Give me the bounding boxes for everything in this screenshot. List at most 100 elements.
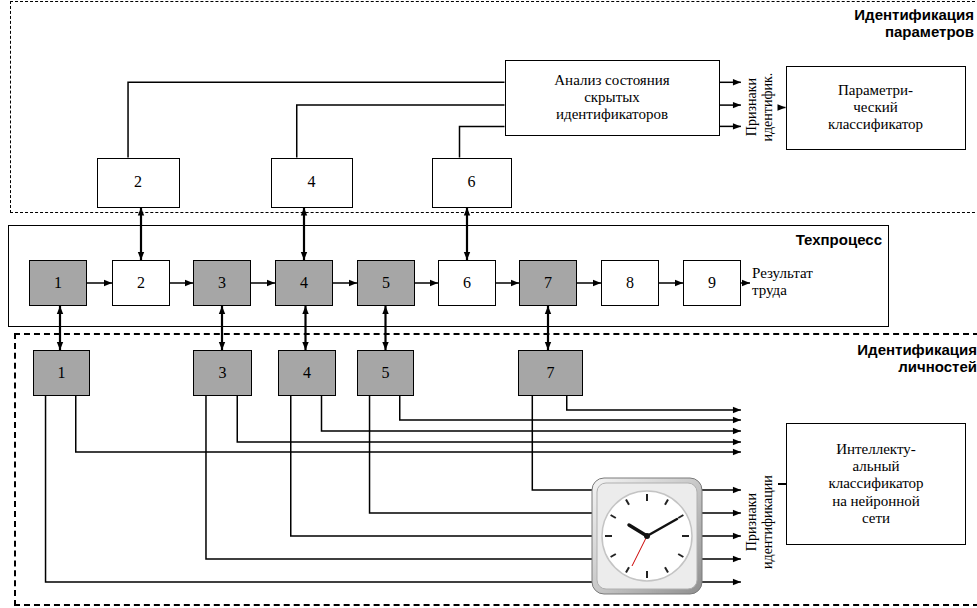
flow-arrow (87, 282, 112, 284)
feature-arrow (76, 396, 741, 452)
feature-arrow (778, 107, 785, 109)
connector (333, 283, 357, 284)
signal-line (128, 82, 504, 157)
feature-arrow (322, 396, 741, 431)
step-number: 2 (134, 173, 142, 191)
feature-arrow (237, 396, 741, 442)
connector (291, 396, 786, 536)
shaded-step-box: 7 (519, 260, 577, 306)
exchange-arrow (221, 306, 223, 350)
exchange-arrow (304, 306, 306, 350)
feature-arrow (532, 396, 741, 490)
connector (222, 306, 223, 350)
step-number: 5 (382, 274, 390, 292)
connector (370, 396, 786, 513)
feature-label: Признаки идентификации (744, 466, 776, 578)
shaded-step-box: 3 (193, 350, 252, 396)
exchange-arrow (303, 208, 305, 261)
step-number: 3 (219, 364, 227, 382)
connector (415, 283, 438, 284)
step-number: 3 (218, 274, 226, 292)
connector (460, 126, 505, 157)
exchange-arrow (547, 306, 549, 350)
feature-arrow (720, 82, 741, 84)
process-box: 9 (683, 260, 741, 306)
step-number: 7 (544, 274, 552, 292)
region-band: Идентификация параметров 2 4 6 Анализ состоя… (10, 1, 977, 213)
exchange-arrow (466, 208, 468, 261)
feature-arrow (400, 396, 741, 420)
shaded-step-box: 5 (357, 350, 414, 396)
clock-illustration (592, 478, 702, 594)
process-box: Анализ состояния скрытых идентификаторов (505, 60, 720, 136)
feature-arrow (567, 396, 741, 410)
connector (496, 283, 519, 284)
shaded-step-box: 7 (518, 350, 583, 396)
connector (60, 306, 61, 350)
flow-arrow (333, 282, 357, 284)
box-caption: Интеллекту- альный классификатор на нейр… (824, 441, 928, 527)
step-number: 4 (300, 274, 308, 292)
exchange-arrow (140, 208, 142, 261)
shaded-step-box: 5 (357, 260, 415, 306)
shaded-step-box: 4 (275, 260, 333, 306)
exchange-arrow (384, 306, 386, 350)
connector (304, 208, 305, 261)
flow-arrow (251, 282, 275, 284)
shaded-step-box: 1 (33, 350, 90, 396)
region-heading: Идентификация параметров (834, 6, 974, 41)
feature-line (778, 483, 786, 485)
feature-arrow (720, 126, 741, 128)
shaded-step-box: 1 (29, 260, 87, 306)
feature-line (778, 483, 786, 485)
box-caption: Параметри- ческий классификатор (824, 82, 928, 134)
feature-line (778, 483, 786, 485)
connector (297, 105, 505, 157)
box-caption: Анализ состояния скрытых идентификаторов (545, 72, 680, 124)
step-number: 6 (463, 274, 471, 292)
signal-line (297, 105, 505, 157)
process-box: 4 (271, 158, 353, 208)
feature-line (778, 483, 786, 485)
shaded-step-box: 3 (193, 260, 251, 306)
connector (251, 283, 275, 284)
step-number: 4 (303, 364, 311, 382)
process-box: 2 (97, 158, 180, 208)
connector (87, 283, 112, 284)
step-number: 5 (382, 364, 390, 382)
connector (467, 208, 468, 261)
step-number: 1 (54, 274, 62, 292)
process-box: 6 (438, 260, 496, 306)
connector (305, 306, 306, 350)
step-number: 9 (708, 274, 716, 292)
step-number: 4 (308, 173, 316, 191)
exchange-arrow (59, 306, 61, 350)
connector (128, 82, 504, 157)
connector (385, 306, 386, 350)
process-box: Параметри- ческий классификатор (786, 66, 966, 150)
step-number: 2 (137, 274, 145, 292)
flow-arrow (577, 282, 601, 284)
region-heading: Идентификация личностей (837, 341, 977, 376)
flow-arrow (659, 282, 683, 284)
flow-arrow (170, 282, 193, 284)
connector (170, 283, 193, 284)
step-number: 8 (626, 274, 634, 292)
process-box: 6 (432, 158, 512, 208)
connector (532, 396, 786, 490)
step-number: 6 (468, 173, 476, 191)
step-number: 1 (58, 364, 66, 382)
step-number: 7 (547, 364, 555, 382)
feature-line (778, 483, 786, 485)
process-box: 8 (601, 260, 659, 306)
feature-label: Признаки идентифик. (744, 67, 776, 147)
connector (659, 283, 683, 284)
shaded-step-box: 4 (278, 350, 336, 396)
flow-arrow (496, 282, 519, 284)
connector (141, 208, 142, 261)
process-box: 2 (112, 260, 170, 306)
region-band: Идентификация личностей 1 3 4 5 7Интеллекту- … (14, 333, 977, 606)
feature-arrow (720, 104, 741, 106)
result-arrow (741, 282, 750, 284)
